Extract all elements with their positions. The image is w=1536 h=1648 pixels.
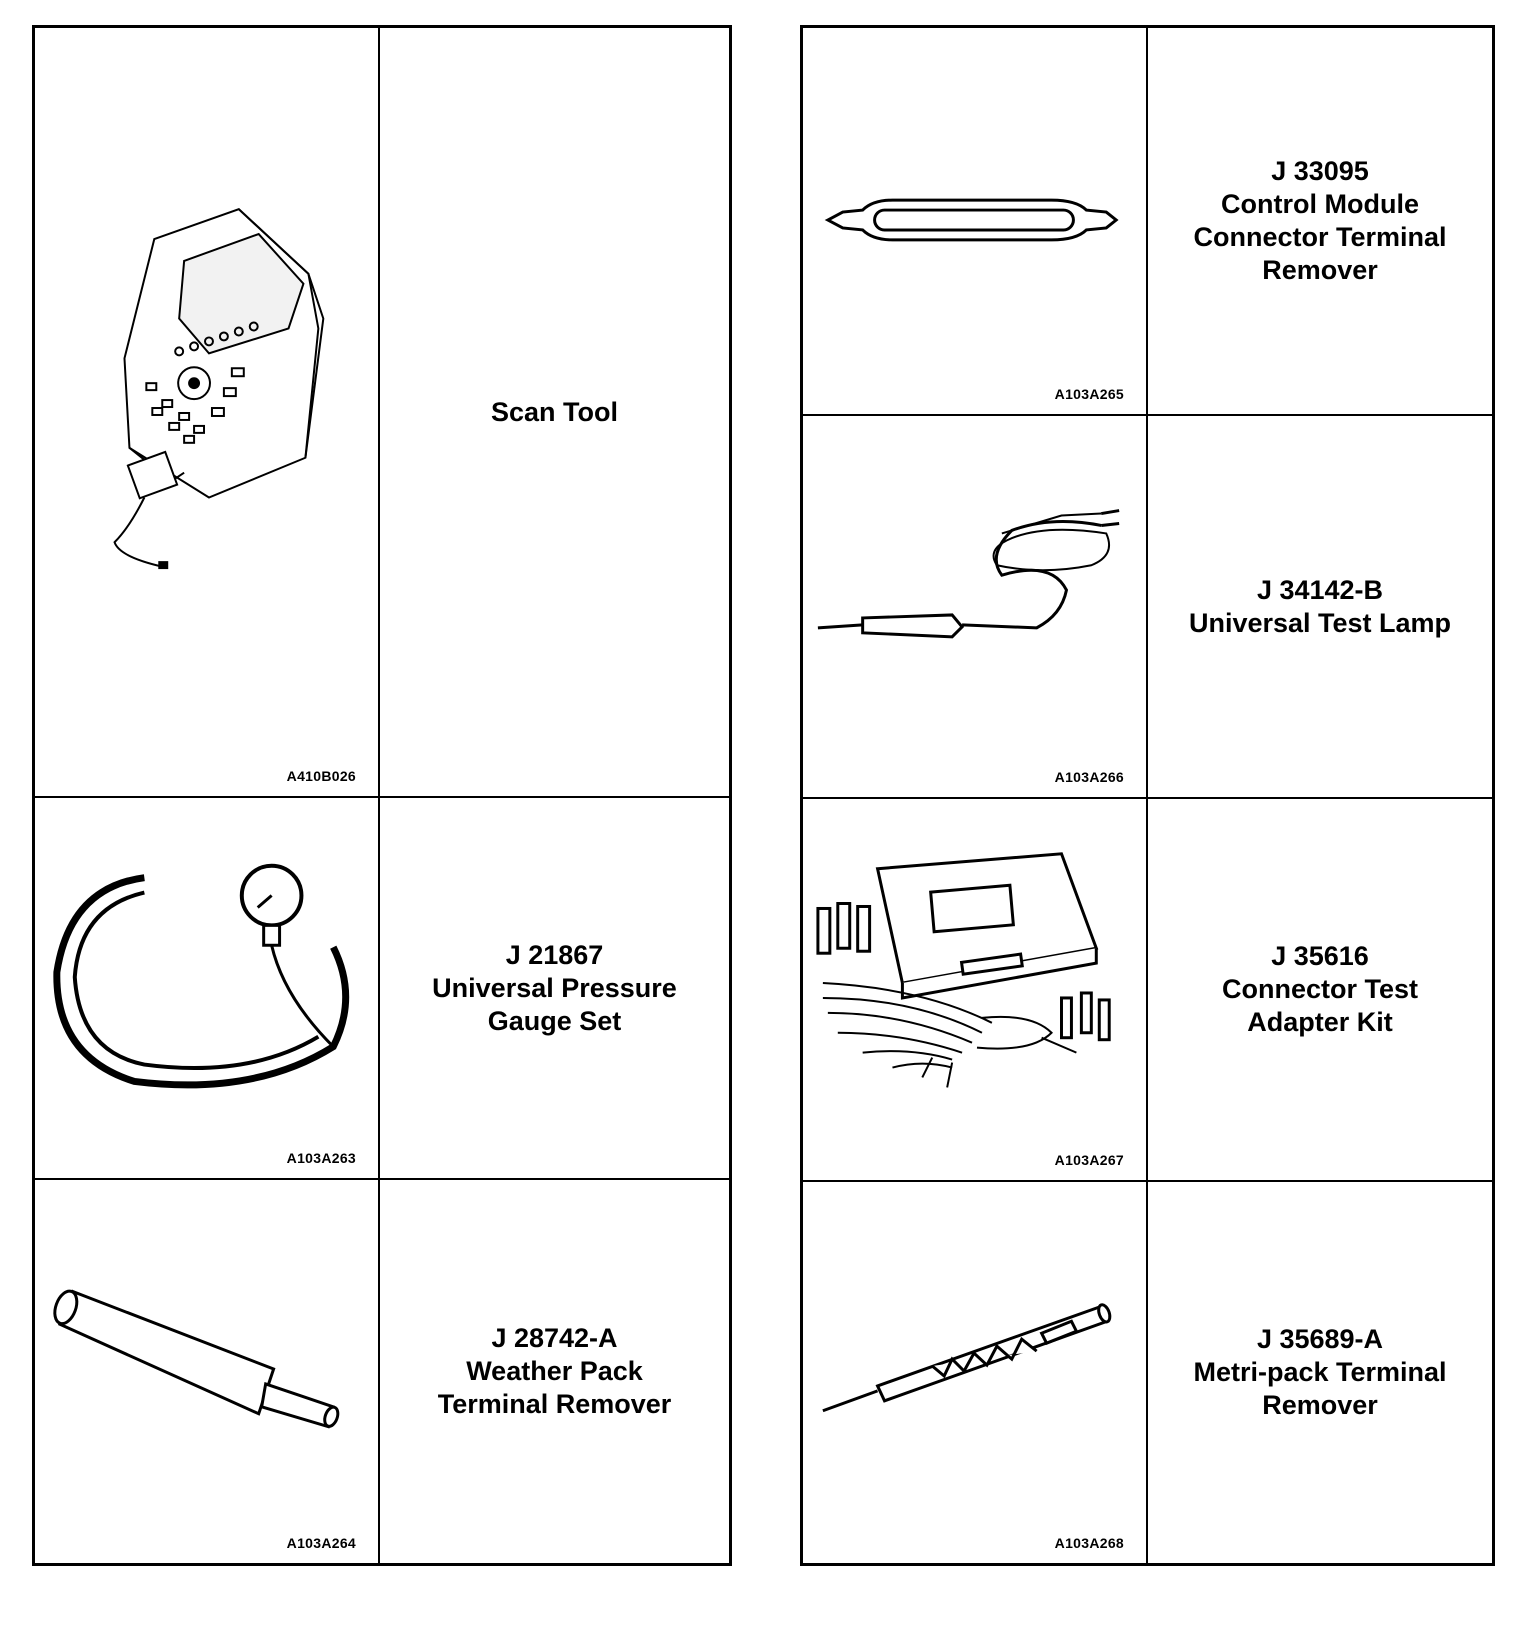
- tool-label-cell: J 21867 Universal Pressure Gauge Set: [380, 798, 729, 1178]
- figure-code: A103A265: [1054, 386, 1124, 402]
- tool-label-cell: J 28742-A Weather Pack Terminal Remover: [380, 1180, 729, 1563]
- terminal-remover-pen-icon: [822, 1303, 1112, 1413]
- tool-image-cell: A103A263: [35, 798, 380, 1178]
- tool-image-cell: A410B026: [35, 28, 380, 796]
- figure-code: A410B026: [286, 768, 356, 784]
- test-lamp-icon: [817, 509, 1120, 639]
- tool-image-cell: A103A266: [803, 416, 1148, 797]
- left-tools-table: A410B026 Scan Tool A103A263 J 21867 Univ…: [32, 25, 732, 1566]
- tool-label: J 33095 Control Module Connector Termina…: [1193, 156, 1447, 285]
- tool-label-cell: J 35689-A Metri-pack Terminal Remover: [1148, 1182, 1492, 1563]
- tool-label: J 28742-A Weather Pack Terminal Remover: [437, 1323, 672, 1419]
- tool-label: J 35616 Connector Test Adapter Kit: [1221, 941, 1418, 1037]
- table-row: A103A266 J 34142-B Universal Test Lamp: [803, 414, 1492, 797]
- table-row: A103A268 J 35689-A Metri-pack Terminal R…: [803, 1180, 1492, 1563]
- tool-image-cell: A103A268: [803, 1182, 1148, 1563]
- figure-code: A103A266: [1054, 769, 1124, 785]
- table-row: A410B026 Scan Tool: [35, 28, 729, 796]
- table-row: A103A263 J 21867 Universal Pressure Gaug…: [35, 796, 729, 1178]
- figure-code: A103A263: [286, 1150, 356, 1166]
- tool-label-cell: J 34142-B Universal Test Lamp: [1148, 416, 1492, 797]
- terminal-remover-rod-icon: [53, 1289, 340, 1429]
- figure-code: A103A264: [286, 1535, 356, 1551]
- tool-label: J 21867 Universal Pressure Gauge Set: [432, 939, 677, 1036]
- terminal-remover-flat-icon: [824, 198, 1119, 242]
- tool-label-cell: Scan Tool: [380, 28, 729, 796]
- adapter-kit-case-icon: [816, 852, 1111, 1088]
- right-tools-table: A103A265 J 33095 Control Module Connecto…: [800, 25, 1495, 1566]
- tool-label-cell: J 35616 Connector Test Adapter Kit: [1148, 799, 1492, 1180]
- tool-label: J 34142-B Universal Test Lamp: [1188, 574, 1452, 638]
- tool-image-cell: A103A264: [35, 1180, 380, 1563]
- table-row: A103A264 J 28742-A Weather Pack Terminal…: [35, 1178, 729, 1563]
- tool-label-cell: J 33095 Control Module Connector Termina…: [1148, 28, 1492, 414]
- scan-tool-icon: [113, 208, 325, 570]
- table-row: A103A265 J 33095 Control Module Connecto…: [803, 28, 1492, 414]
- figure-code: A103A268: [1054, 1535, 1124, 1551]
- tool-label: J 35689-A Metri-pack Terminal Remover: [1193, 1324, 1447, 1420]
- pressure-gauge-icon: [53, 863, 350, 1089]
- tool-label: Scan Tool: [490, 396, 618, 427]
- tool-image-cell: A103A267: [803, 799, 1148, 1180]
- tool-image-cell: A103A265: [803, 28, 1148, 414]
- table-row: A103A267 J 35616 Connector Test Adapter …: [803, 797, 1492, 1180]
- figure-code: A103A267: [1054, 1152, 1124, 1168]
